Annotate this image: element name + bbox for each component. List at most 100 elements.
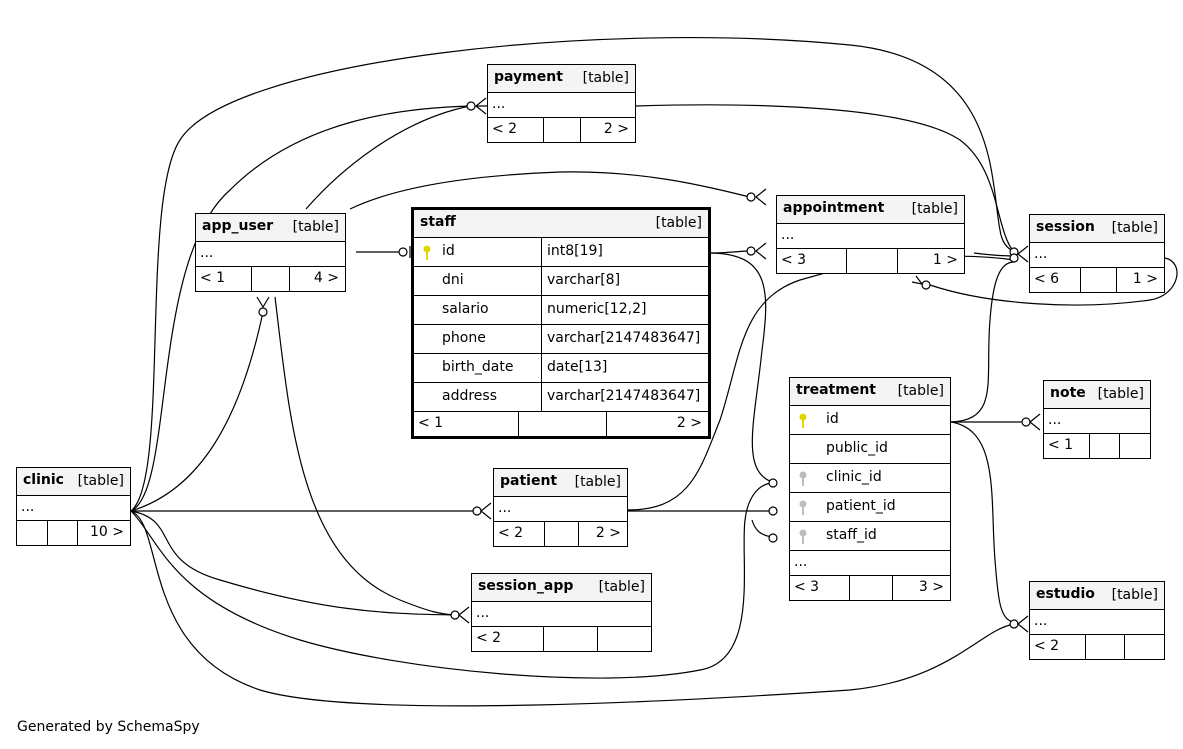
- table-header: note [table]: [1044, 381, 1150, 409]
- column-row[interactable]: staff_id: [790, 522, 950, 551]
- crowfoot-estudio: [1017, 615, 1029, 633]
- table-name: treatment: [796, 382, 876, 398]
- table-type: [table]: [1111, 587, 1158, 603]
- primary-key-icon: [799, 413, 807, 428]
- table-name: app_user: [202, 218, 274, 234]
- table-name: clinic: [23, 472, 64, 488]
- table-session-app[interactable]: session_app [table] ... < 2: [471, 573, 652, 652]
- link-session-appointment-self: [929, 257, 1178, 306]
- link-clinic-payment: [130, 105, 471, 512]
- column-row[interactable]: public_id: [790, 435, 950, 464]
- relationship-footer: < 1 4 >: [196, 267, 345, 291]
- table-estudio[interactable]: estudio [table] ... < 2: [1029, 581, 1165, 660]
- crowfoot-appointment-top: [755, 188, 767, 206]
- parents-count[interactable]: < 2: [1034, 638, 1060, 654]
- crowfoot-patient: [480, 502, 492, 520]
- table-type: [table]: [77, 473, 124, 489]
- link-payment-session: [635, 104, 1015, 253]
- link-clinic-session-app: [130, 510, 456, 616]
- table-clinic[interactable]: clinic [table] ... 10 >: [16, 467, 131, 546]
- column-name: id: [442, 243, 455, 259]
- link-app-user-session-app: [274, 296, 456, 616]
- columns-ellipsis: ...: [777, 224, 964, 249]
- parents-count[interactable]: < 6: [1034, 271, 1060, 287]
- column-row[interactable]: clinic_id: [790, 464, 950, 493]
- children-count[interactable]: 2 >: [595, 525, 621, 541]
- relationship-footer: < 1: [1044, 434, 1150, 458]
- table-type: [table]: [911, 201, 958, 217]
- children-count[interactable]: 1 >: [932, 252, 958, 268]
- parents-count[interactable]: < 1: [1048, 437, 1074, 453]
- table-header: staff [table]: [414, 210, 708, 238]
- column-name: dni: [442, 272, 464, 288]
- table-name: session_app: [478, 578, 574, 594]
- children-count[interactable]: 3 >: [918, 579, 944, 595]
- column-row[interactable]: id: [790, 406, 950, 435]
- columns-ellipsis: ...: [1044, 409, 1150, 434]
- column-name: staff_id: [826, 527, 877, 543]
- column-type: int8[19]: [547, 243, 603, 259]
- children-count[interactable]: 2 >: [676, 415, 702, 431]
- columns-ellipsis: ...: [488, 93, 635, 118]
- link-app-user-payment: [305, 105, 471, 210]
- foreign-key-icon: [799, 500, 807, 515]
- table-header: estudio [table]: [1030, 582, 1164, 610]
- parents-count[interactable]: < 1: [418, 415, 444, 431]
- table-header: app_user [table]: [196, 214, 345, 242]
- table-session[interactable]: session [table] ... < 6 1 >: [1029, 214, 1165, 293]
- parents-count[interactable]: < 3: [781, 252, 807, 268]
- generated-by-credit: Generated by SchemaSpy: [17, 719, 200, 735]
- parents-count[interactable]: < 2: [476, 630, 502, 646]
- crowfoot-appointment-bottom: [911, 275, 924, 285]
- column-name: phone: [442, 330, 486, 346]
- column-type: date[13]: [547, 359, 608, 375]
- relationship-footer: < 3 1 >: [777, 249, 964, 273]
- table-header: clinic [table]: [17, 468, 130, 496]
- parents-count[interactable]: < 1: [200, 270, 226, 286]
- crowfoot-session-app: [458, 606, 470, 624]
- column-name: birth_date: [442, 359, 514, 375]
- parents-count[interactable]: < 2: [492, 121, 518, 137]
- relationship-footer: < 3 3 >: [790, 576, 950, 600]
- column-row[interactable]: patient_id: [790, 493, 950, 522]
- table-header: treatment [table]: [790, 378, 950, 406]
- crowfoot-appointment-mid: [755, 242, 767, 260]
- table-name: session: [1036, 219, 1095, 235]
- link-treatment-estudio: [950, 421, 1015, 623]
- table-type: [table]: [582, 70, 629, 86]
- columns-ellipsis: ...: [1030, 610, 1164, 635]
- table-app-user[interactable]: app_user [table] ... < 1 4 >: [195, 213, 346, 292]
- parents-count[interactable]: < 3: [794, 579, 820, 595]
- columns-ellipsis: ...: [472, 602, 651, 627]
- table-header: payment [table]: [488, 65, 635, 93]
- column-row[interactable]: id int8[19]: [414, 238, 708, 267]
- children-count[interactable]: 1 >: [1132, 271, 1158, 287]
- table-header: session [table]: [1030, 215, 1164, 243]
- link-clinic-app-user: [130, 311, 264, 512]
- column-row[interactable]: birth_date date[13]: [414, 354, 708, 383]
- table-header: appointment [table]: [777, 196, 964, 224]
- children-count[interactable]: 2 >: [603, 121, 629, 137]
- column-row[interactable]: dni varchar[8]: [414, 267, 708, 296]
- table-name: patient: [500, 473, 558, 489]
- children-count[interactable]: 4 >: [313, 270, 339, 286]
- column-name: address: [442, 388, 498, 404]
- table-appointment[interactable]: appointment [table] ... < 3 1 >: [776, 195, 965, 274]
- table-patient[interactable]: patient [table] ... < 2 2 >: [493, 468, 628, 547]
- column-type: varchar[8]: [547, 272, 621, 288]
- children-count[interactable]: 10 >: [90, 524, 124, 540]
- table-note[interactable]: note [table] ... < 1: [1043, 380, 1151, 459]
- table-payment[interactable]: payment [table] ... < 2 2 >: [487, 64, 636, 143]
- parents-count[interactable]: < 2: [498, 525, 524, 541]
- column-name: public_id: [826, 440, 888, 456]
- table-staff[interactable]: staff [table] id int8[19] dni varchar[8] sal…: [411, 207, 711, 439]
- link-clinic-estudio: [130, 510, 1015, 707]
- foreign-key-icon: [799, 471, 807, 486]
- table-type: [table]: [598, 579, 645, 595]
